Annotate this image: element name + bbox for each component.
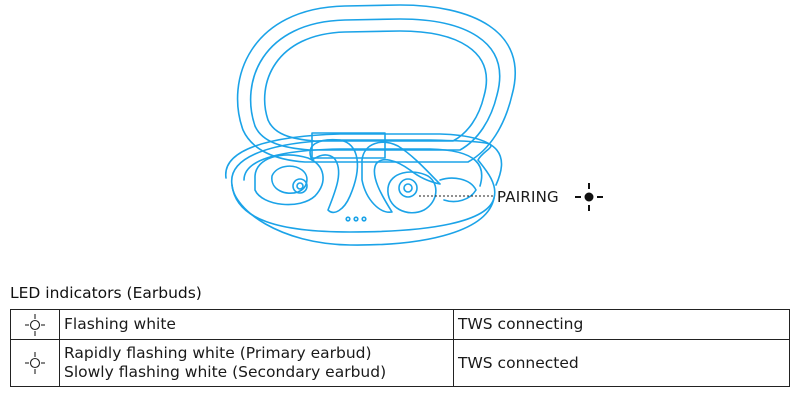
led-indicator-table: Flashing white TWS connecting Rapidly fl… bbox=[10, 309, 790, 387]
icon-cell bbox=[10, 339, 60, 387]
case-hinge bbox=[311, 132, 386, 159]
flashing-led-icon bbox=[575, 183, 603, 211]
flashing-led-icon bbox=[25, 352, 45, 374]
status-text: TWS connecting bbox=[458, 315, 584, 333]
status-text: TWS connected bbox=[458, 353, 579, 372]
description-text: Rapidly flashing white (Primary earbud) bbox=[64, 344, 372, 362]
table-row: Flashing white TWS connecting bbox=[10, 309, 790, 340]
case-base bbox=[230, 139, 496, 233]
description-cell: Rapidly flashing white (Primary earbud) … bbox=[59, 339, 454, 387]
earbuds-case-illustration bbox=[225, 4, 603, 246]
right-earbud bbox=[387, 171, 437, 214]
pairing-label: PAIRING bbox=[497, 188, 559, 206]
icon-cell bbox=[10, 309, 60, 340]
left-ear-hook bbox=[309, 138, 359, 214]
case-lid bbox=[236, 4, 517, 163]
status-cell: TWS connected bbox=[453, 339, 790, 387]
left-earbud bbox=[254, 154, 324, 206]
description-cell: Flashing white bbox=[59, 309, 454, 340]
right-ear-hook bbox=[361, 141, 441, 213]
status-cell: TWS connecting bbox=[453, 309, 790, 340]
description-text: Flashing white bbox=[64, 315, 176, 333]
flashing-led-icon bbox=[25, 313, 45, 336]
section-title: LED indicators (Earbuds) bbox=[10, 284, 202, 302]
table-row: Rapidly flashing white (Primary earbud) … bbox=[10, 339, 790, 387]
description-text: Slowly flashing white (Secondary earbud) bbox=[64, 363, 387, 381]
